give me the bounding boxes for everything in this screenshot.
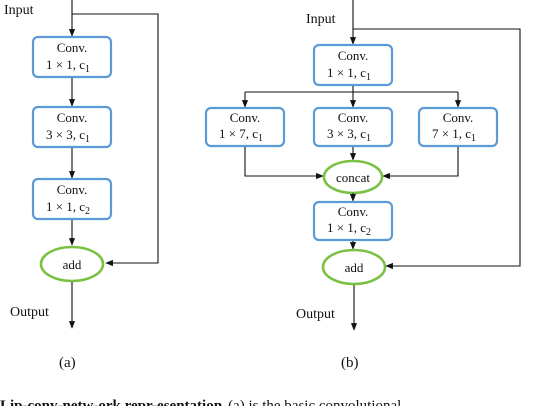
conv-block-a3-title: Conv. (57, 182, 88, 197)
conv-branch-7x1-spec: 7 × 1, c1 (432, 126, 476, 144)
figure-caption-text: Lip-conv-netw-ork repr-esentation(a) is … (0, 398, 401, 406)
conv-block-b-top (312, 43, 394, 87)
conv-block-a3 (31, 177, 113, 221)
concat-label: concat (336, 170, 370, 185)
input-label-a: Input (4, 3, 34, 18)
conv-branch-1x7-title: Conv. (230, 110, 261, 125)
conv-branch-7x1 (417, 106, 499, 148)
add-node-a (39, 245, 105, 283)
conv-block-b-bottom (312, 200, 394, 242)
add-node-b (321, 248, 387, 286)
caption-a: (a) (59, 355, 76, 371)
conv-block-b-top-title: Conv. (338, 48, 369, 63)
diagram-b: Input Conv. 1 × 1, c1 Conv. 1 × 7, c1 Co… (204, 0, 521, 371)
skip-connection-b (353, 28, 521, 270)
conv-block-a2-title: Conv. (57, 110, 88, 125)
add-label-b: add (345, 260, 364, 275)
conv-block-a1 (31, 35, 113, 79)
conv-block-a1-spec: 1 × 1, c1 (46, 57, 90, 75)
conv-block-b-bottom-title: Conv. (338, 204, 369, 219)
conv-block-a3-spec: 1 × 1, c2 (46, 199, 90, 217)
input-label-b: Input (306, 12, 336, 27)
conv-branch-3x3-title: Conv. (338, 110, 369, 125)
conv-branch-1x7-spec: 1 × 7, c1 (219, 126, 263, 144)
skip-connection-a (72, 13, 159, 267)
conv-branch-3x3 (312, 106, 394, 148)
conv-branch-7x1-title: Conv. (443, 110, 474, 125)
conv-block-b-top-spec: 1 × 1, c1 (327, 65, 371, 83)
arrow-merge-left (244, 147, 324, 180)
conv-block-b-bottom-spec: 1 × 1, c2 (327, 220, 371, 238)
add-label-a: add (63, 257, 82, 272)
conv-block-a1-title: Conv. (57, 40, 88, 55)
diagram-a: Input Conv. 1 × 1, c1 Conv. 3 × 3, c1 Co… (4, 0, 159, 371)
conv-branch-1x7 (204, 106, 286, 148)
arrow-merge-right (382, 147, 459, 180)
output-label-b: Output (296, 307, 335, 322)
output-label-a: Output (10, 305, 49, 320)
conv-block-a2 (31, 105, 113, 149)
conv-block-a2-spec: 3 × 3, c1 (46, 127, 90, 145)
caption-b: (b) (341, 355, 359, 371)
figure-caption-cut: Lip-conv-netw-ork repr-esentation(a) is … (0, 398, 401, 406)
conv-branch-3x3-spec: 3 × 3, c1 (327, 126, 371, 144)
